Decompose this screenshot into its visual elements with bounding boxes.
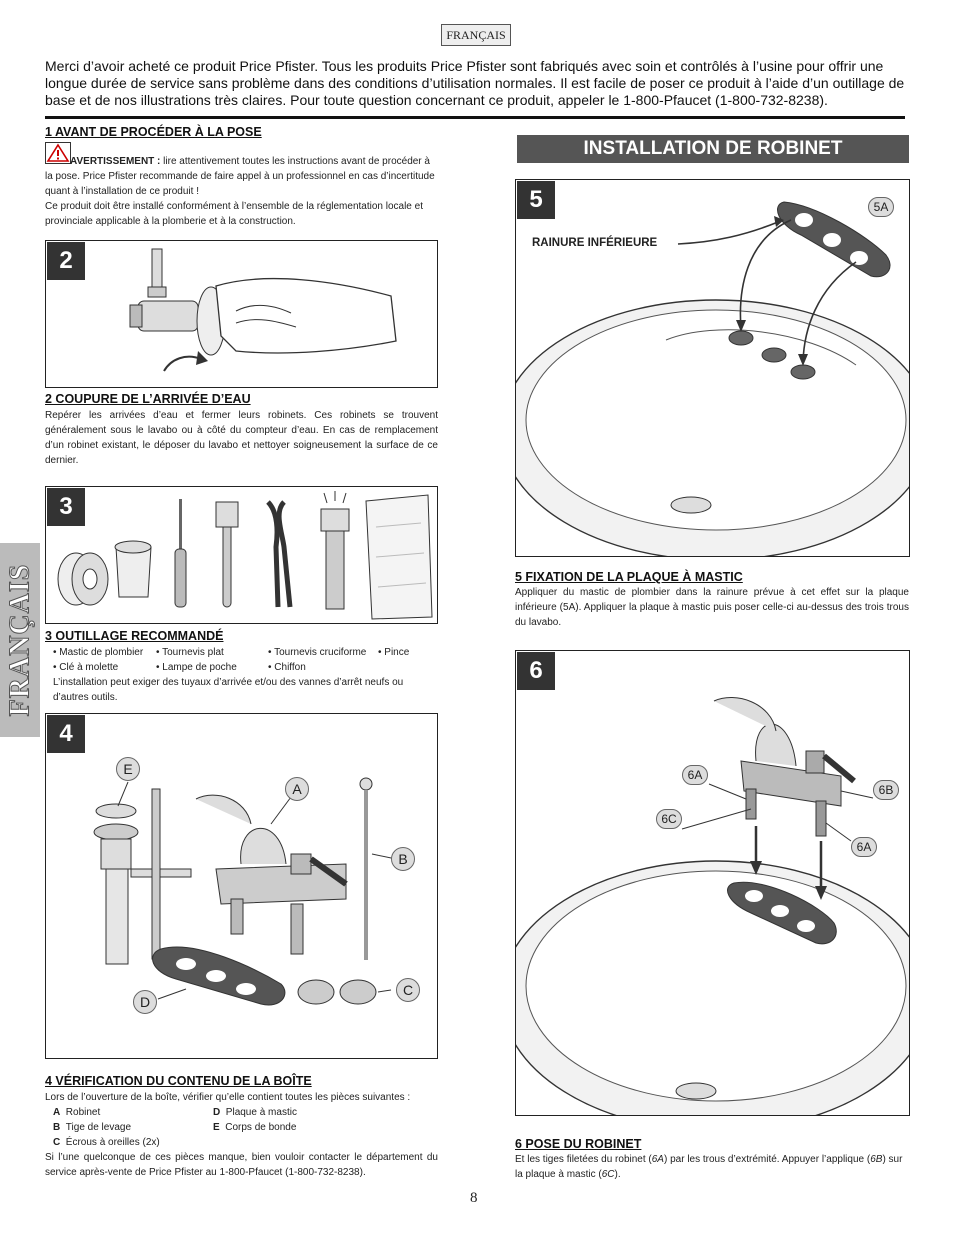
screwdriver-icon [174, 499, 187, 608]
tool-list: • Mastic de plombier • Tournevis plat • … [53, 645, 438, 675]
panel-5: 5 5A RAINURE INFÉRIEURE [515, 179, 910, 557]
intro-paragraph: Merci d’avoir acheté ce produit Price Pf… [45, 58, 905, 108]
step-number-3: 3 [47, 488, 85, 526]
part-item: D Plaque à mastic [213, 1107, 297, 1118]
gasket-plate-icon [152, 946, 286, 1006]
header-rule [45, 116, 905, 119]
drain-body-icon [93, 788, 192, 965]
callout-e: E [116, 757, 140, 781]
groove-label: RAINURE INFÉRIEURE [532, 237, 658, 249]
section6-title: 6 POSE DU ROBINET [515, 1137, 642, 1151]
section3-title: 3 OUTILLAGE RECOMMANDÉ [45, 629, 224, 643]
sink-gasket-illustration [516, 201, 909, 556]
step-number-4: 4 [47, 715, 85, 753]
warning-text: lire attentivement toutes les instructio… [45, 156, 435, 197]
panel-4: 4 E A B C D [45, 713, 438, 1059]
putty-jar-icon [114, 540, 152, 598]
parts-list: A Robinet D Plaque à mastic B Tige de le… [53, 1105, 433, 1150]
faucet-icon [195, 794, 348, 955]
faucet-icon [713, 697, 856, 837]
warning-label: AVERTISSEMENT : [70, 156, 161, 167]
gasket-plate-icon [727, 881, 837, 945]
side-tab-label: FRANÇAIS [4, 563, 36, 717]
section6-text: Et les tiges filetées du robinet (6A) pa… [515, 1154, 903, 1180]
panel-2: 2 [45, 240, 438, 388]
part-item: C Écrous à oreilles (2x) [53, 1137, 160, 1148]
step-number-5: 5 [517, 181, 555, 219]
callout-a: A [285, 777, 309, 801]
part-item: B Tige de levage [53, 1122, 132, 1133]
callout-6a-right: 6A [851, 837, 877, 857]
section1-title: 1 AVANT DE PROCÉDER À LA POSE [45, 125, 262, 139]
faucet-install-illustration [516, 697, 909, 1115]
section2-text: Repérer les arrivées d’eau et fermer leu… [45, 410, 438, 466]
language-tag: FRANÇAIS [441, 24, 511, 46]
section5-title: 5 FIXATION DE LA PLAQUE À MASTIC [515, 570, 743, 584]
tool-item: • Mastic de plombier [53, 647, 144, 658]
wrench-icon [215, 501, 239, 608]
callout-6a-top: 6A [682, 765, 708, 785]
tape-icon [57, 552, 109, 606]
step-number-2: 2 [47, 242, 85, 280]
callout-6c: 6C [656, 809, 682, 829]
section4-title: 4 VÉRIFICATION DU CONTENU DE LA BOÎTE [45, 1074, 312, 1088]
sink-hole-icon [728, 330, 754, 346]
tool-item: • Tournevis cruciforme [268, 647, 367, 658]
section4-intro: Lors de l’ouverture de la boîte, vérifie… [45, 1092, 411, 1103]
section1-note: Ce produit doit être installé conforméme… [45, 201, 423, 227]
tool-item: • Chiffon [268, 662, 306, 673]
tool-item: • Pince [378, 647, 410, 658]
pliers-icon [266, 500, 293, 608]
box-contents-illustration [93, 777, 397, 1006]
flashlight-icon [320, 491, 350, 610]
shutoff-valve-illustration [129, 248, 397, 372]
section2-title: 2 COUPURE DE L’ARRIVÉE D’EAU [45, 392, 251, 406]
sink-hole-icon [761, 347, 787, 363]
callout-5a: 5A [868, 197, 894, 217]
panel-3: 3 [45, 486, 438, 624]
callout-b: B [391, 847, 415, 871]
rag-icon [365, 494, 433, 620]
wing-nut-icon [297, 979, 377, 1005]
tools-illustration [57, 491, 433, 620]
part-item: E Corps de bonde [213, 1122, 297, 1133]
section3-note: L’installation peut exiger des tuyaux d’… [53, 677, 404, 703]
tool-item: • Lampe de poche [156, 662, 237, 673]
gasket-plate-icon [777, 201, 891, 278]
tool-item: • Clé à molette [53, 662, 119, 673]
warning-icon [45, 142, 71, 164]
side-language-tab: FRANÇAIS [0, 543, 40, 737]
install-header: INSTALLATION DE ROBINET [517, 135, 909, 163]
callout-6b: 6B [873, 780, 899, 800]
lift-rod-icon [359, 777, 373, 960]
page-number: 8 [470, 1190, 478, 1206]
callout-c: C [396, 978, 420, 1002]
part-item: A Robinet [53, 1107, 101, 1118]
panel-6: 6 6A 6B 6C 6A [515, 650, 910, 1116]
step-number-6: 6 [517, 652, 555, 690]
callout-d: D [133, 990, 157, 1014]
sink-hole-icon [790, 364, 816, 380]
tool-item: • Tournevis plat [156, 647, 224, 658]
section1-warning: AVERTISSEMENT : lire attentivement toute… [45, 154, 438, 199]
section5-text: Appliquer du mastic de plombier dans la … [515, 587, 909, 628]
section4-note: Si l’une quelconque de ces pièces manque… [45, 1152, 438, 1178]
